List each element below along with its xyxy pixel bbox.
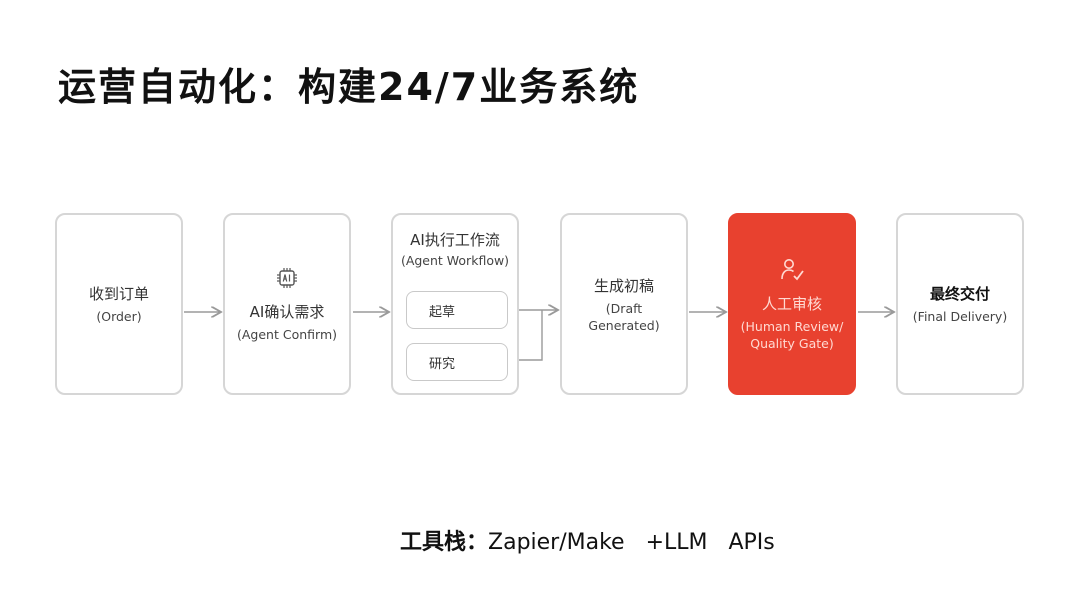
tool-stack-label: 工具栈： (400, 530, 489, 555)
step-human-review-sub: (Human Review/ Quality Gate) (740, 318, 844, 351)
tool-stack: 工具栈：Zapier/Make +LLM APIs (400, 524, 775, 556)
step-agent-confirm-sub: (Agent Confirm) (237, 327, 337, 342)
arrow-research-task-to-generated (508, 310, 543, 361)
tool-stack-tools: Zapier/Make +LLM APIs (488, 530, 775, 555)
ai-chip-icon (275, 265, 299, 291)
step-final-delivery-sub: (Final Delivery) (912, 309, 1008, 324)
page-title: 运营自动化：构建24/7业务系统 (58, 65, 640, 109)
step-agent-workflow-label: AI执行工作流 (410, 231, 500, 249)
step-agent-confirm-label: AI确认需求 (249, 303, 325, 321)
step-draft-generated-label: 生成初稿 (593, 276, 654, 295)
task-research: 研究 (406, 343, 508, 381)
step-human-review-label: 人工审核 (761, 294, 822, 313)
step-order-sub: (Order) (96, 309, 142, 324)
task-draft: 起草 (406, 291, 508, 329)
step-order: 收到订单 (Order) (55, 213, 183, 395)
person-check-icon (779, 257, 805, 283)
step-final-delivery-label: 最终交付 (929, 285, 990, 303)
step-agent-confirm: AI确认需求 (Agent Confirm) (223, 213, 351, 395)
step-draft-generated-sub: (Draft Generated) (588, 300, 660, 333)
step-final-delivery: 最终交付 (Final Delivery) (896, 213, 1024, 395)
step-human-review: 人工审核 (Human Review/ Quality Gate) (728, 213, 856, 395)
step-order-label: 收到订单 (88, 285, 149, 303)
step-agent-workflow-sub: (Agent Workflow) (400, 253, 510, 268)
step-draft-generated: 生成初稿 (Draft Generated) (560, 213, 688, 395)
step-agent-workflow: AI执行工作流 (Agent Workflow) 起草 研究 (391, 213, 519, 395)
